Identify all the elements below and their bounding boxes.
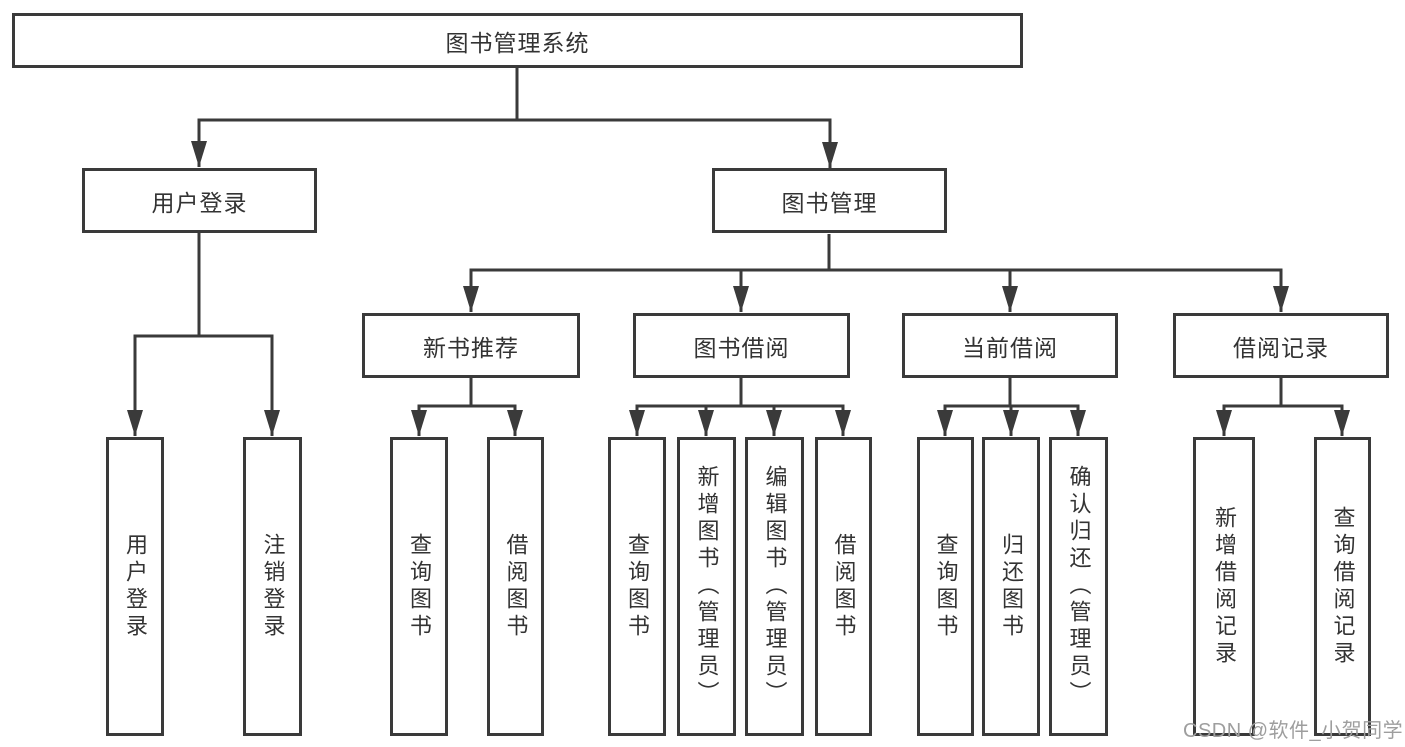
leaf-edit-books-admin-label: 编辑图书（管理员） [762,465,788,708]
node-book-management: 图书管理 [712,168,947,233]
leaf-add-borrow-record-label: 新增借阅记录 [1212,505,1237,668]
leaf-user-login: 用户登录 [106,437,164,736]
leaf-logout: 注销登录 [243,437,302,736]
node-borrow-records-label: 借阅记录 [1233,334,1329,361]
node-book-borrow: 图书借阅 [633,313,850,378]
leaf-confirm-return-admin: 确认归还（管理员） [1049,437,1108,736]
node-user-login-label: 用户登录 [151,189,248,216]
node-book-management-label: 图书管理 [781,189,878,216]
leaf-confirm-return-admin-label: 确认归还（管理员） [1066,465,1092,708]
leaf-query-books-recommend: 查询图书 [390,437,448,736]
leaf-borrow-books-recommend: 借阅图书 [487,437,544,736]
watermark: CSDN @软件_小贺同学 [1183,720,1404,742]
leaf-query-borrow-record: 查询借阅记录 [1314,437,1371,736]
node-current-borrow-label: 当前借阅 [962,334,1058,361]
leaf-borrow-books: 借阅图书 [815,437,872,736]
node-root: 图书管理系统 [12,13,1023,68]
leaf-edit-books-admin: 编辑图书（管理员） [745,437,804,736]
leaf-add-books-admin-label: 新增图书（管理员） [694,465,720,708]
leaf-return-books: 归还图书 [982,437,1040,736]
node-new-book-recommend: 新书推荐 [362,313,580,378]
leaf-query-books-recommend-label: 查询图书 [407,532,432,641]
node-book-borrow-label: 图书借阅 [693,334,790,361]
leaf-return-books-label: 归还图书 [999,532,1024,641]
leaf-query-books-borrow-label: 查询图书 [625,532,650,641]
leaf-add-books-admin: 新增图书（管理员） [677,437,736,736]
node-borrow-records: 借阅记录 [1173,313,1389,378]
leaf-query-books-current: 查询图书 [917,437,974,736]
leaf-add-borrow-record: 新增借阅记录 [1193,437,1255,736]
leaf-query-borrow-record-label: 查询借阅记录 [1330,505,1356,668]
node-root-label: 图书管理系统 [445,29,590,56]
leaf-logout-label: 注销登录 [260,532,286,641]
node-current-borrow: 当前借阅 [902,313,1118,378]
node-new-book-recommend-label: 新书推荐 [423,334,519,361]
leaf-query-books-current-label: 查询图书 [933,532,959,641]
leaf-borrow-books-label: 借阅图书 [831,532,857,641]
leaf-borrow-books-recommend-label: 借阅图书 [503,532,529,641]
leaf-user-login-label: 用户登录 [123,532,148,641]
leaf-query-books-borrow: 查询图书 [608,437,666,736]
node-user-login: 用户登录 [82,168,317,233]
